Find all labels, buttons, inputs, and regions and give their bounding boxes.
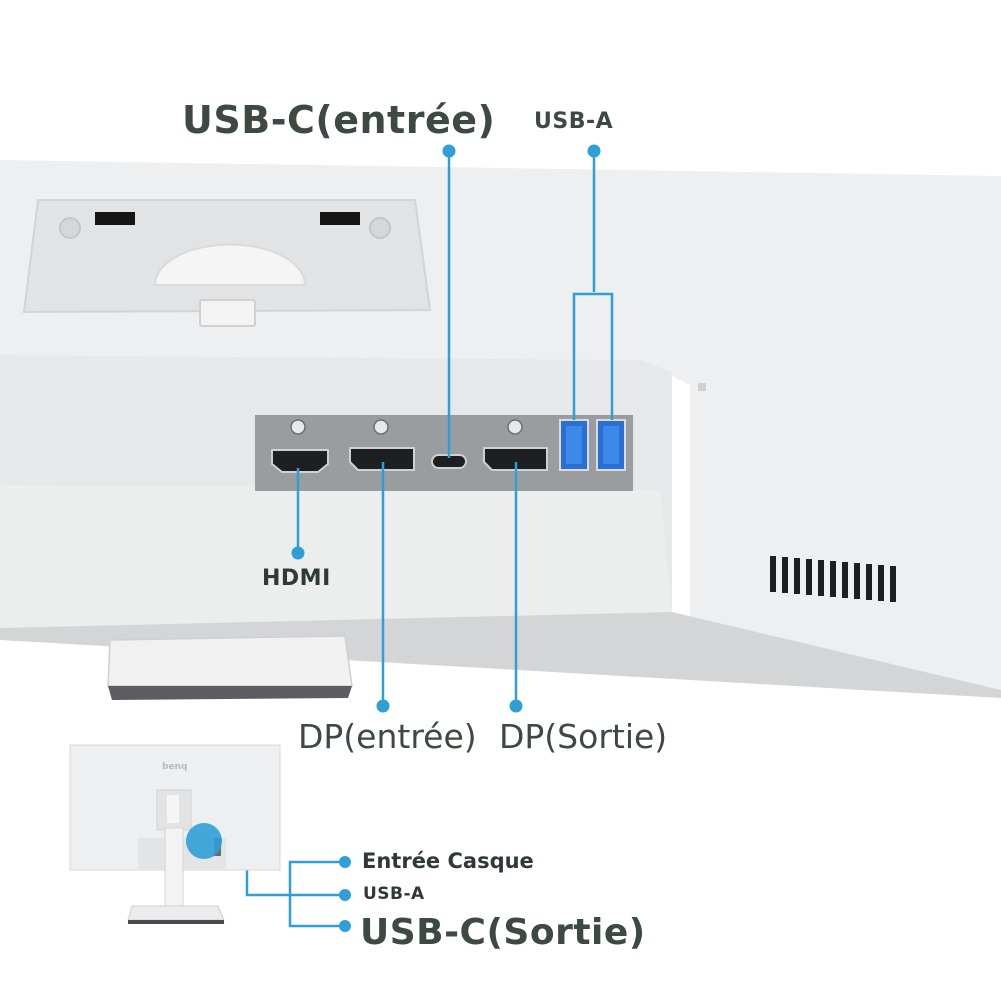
label-usba-top: USB-A — [534, 109, 614, 134]
stand-socket — [153, 243, 307, 286]
screw-hole-right — [369, 217, 391, 239]
label-dp-in: DP(entrée) — [298, 717, 477, 756]
vent-grille — [770, 556, 896, 602]
stand-latch — [199, 299, 256, 327]
mount-slot-left — [95, 212, 135, 225]
indicator-led — [698, 383, 706, 391]
label-headphone: Entrée Casque — [362, 849, 534, 873]
hdmi-port — [271, 449, 329, 473]
panel-screws — [290, 419, 523, 435]
callout-dots — [291, 144, 601, 932]
screw-hole-left — [59, 217, 81, 239]
thumbnail-brand-logo: benq — [162, 762, 188, 772]
label-dp-out: DP(Sortie) — [499, 717, 668, 756]
dp-in-port — [349, 447, 415, 471]
mount-slot-right — [320, 212, 360, 225]
ledge-edge — [0, 612, 1001, 698]
label-usba-side: USB-A — [363, 884, 425, 904]
io-bay-shadow — [0, 485, 672, 628]
stand-neck — [107, 635, 353, 687]
dp-out-port — [483, 447, 548, 471]
label-hdmi: HDMI — [262, 566, 331, 591]
label-usbc-out: USB-C(Sortie) — [360, 912, 646, 953]
usba-port-2-tongue — [603, 426, 619, 464]
label-usbc-in: USB-C(entrée) — [182, 98, 496, 142]
stand-neck-shadow — [108, 686, 352, 700]
usba-port-1-tongue — [566, 426, 582, 464]
callout-lines — [245, 151, 614, 928]
monitor-thumbnail — [69, 744, 281, 924]
